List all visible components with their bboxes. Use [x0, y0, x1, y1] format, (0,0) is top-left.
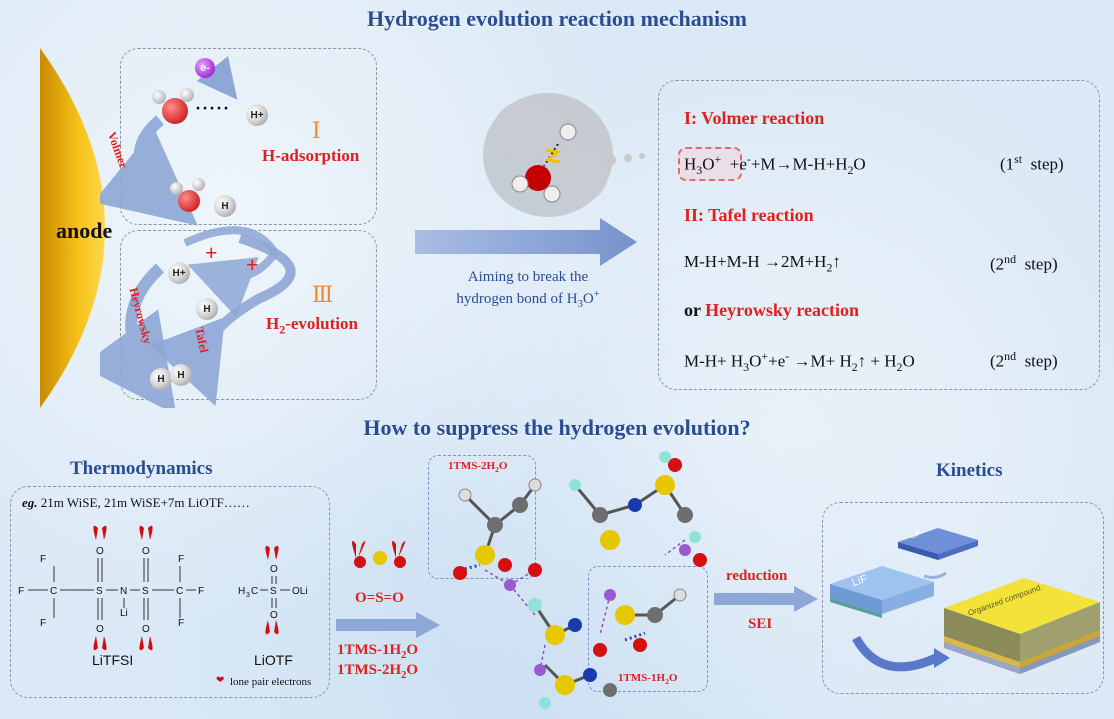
- svg-text:N: N: [120, 586, 127, 597]
- svg-text:F: F: [178, 618, 184, 629]
- section-title: How to suppress the hydrogen evolution?: [363, 415, 751, 440]
- svg-text:O: O: [96, 624, 104, 635]
- svg-text:F: F: [198, 586, 204, 597]
- water-hydrogen-icon: [180, 88, 194, 102]
- tafel-title: II: Tafel reaction: [684, 205, 814, 225]
- svg-text:Li: Li: [120, 608, 128, 619]
- svg-text:S: S: [142, 586, 149, 597]
- plus-sign: +: [205, 240, 218, 265]
- thermodynamics-panel: [10, 486, 330, 698]
- anode-electrode: [40, 48, 105, 408]
- plus-sign: +: [246, 252, 259, 277]
- water-hydrogen-icon: [152, 90, 166, 104]
- tms2-label: 1TMS-2H2O: [337, 662, 419, 681]
- litfsi-label: LiTFSI: [92, 652, 134, 668]
- svg-text:C: C: [251, 586, 258, 597]
- electron-icon: e-: [195, 58, 215, 78]
- tafel-equation: M-H+M-H →2M+H2↑: [684, 252, 841, 275]
- svg-text:O: O: [270, 610, 278, 621]
- adsorbed-hydrogen-icon: H: [196, 298, 218, 320]
- heyrowsky-equation: M-H+ H3O++e- →M+ H2↑ + H2O: [684, 349, 915, 375]
- water-oxygen-icon: [162, 98, 188, 124]
- cluster-box-bottom: [588, 566, 708, 692]
- thermo-arrow: [336, 612, 440, 638]
- hydrogen-bond-dots: ·····: [195, 98, 231, 118]
- volmer-equation: H3O+ +e-+M→M-H+H2O: [684, 152, 866, 178]
- h3o-cloud-icon: [483, 93, 645, 217]
- water-hydrogen-icon: [170, 182, 183, 195]
- heyrowsky-step: (2nd step): [990, 349, 1058, 371]
- step3-numeral: Ⅲ: [312, 282, 334, 307]
- svg-text:O: O: [270, 564, 278, 575]
- kinetics-panel: [822, 502, 1104, 694]
- mechanism-arrows: [100, 55, 296, 408]
- tms1-label: 1TMS-1H2O: [337, 642, 419, 661]
- svg-text:O: O: [142, 546, 150, 557]
- reaction-panel: [658, 80, 1100, 390]
- svg-text:C: C: [176, 586, 183, 597]
- cluster-label-top: 1TMS-2H2O: [448, 460, 508, 475]
- proton-icon: H+: [246, 104, 268, 126]
- sei-layers-illustration: [830, 528, 1100, 674]
- svg-text:S: S: [96, 586, 103, 597]
- svg-text:O: O: [96, 546, 104, 557]
- svg-text:3: 3: [246, 592, 250, 599]
- svg-text:F: F: [18, 586, 24, 597]
- reduction-arrow: [714, 586, 818, 612]
- volmer-step: (1st step): [1000, 152, 1064, 174]
- h2-molecule-icon: H: [150, 368, 172, 390]
- cluster-box-top: [428, 455, 536, 579]
- main-title: Hydrogen evolution reaction mechanism: [367, 6, 747, 31]
- tafel-step: (2nd step): [990, 252, 1058, 274]
- adsorbed-hydrogen-icon: H: [214, 195, 236, 217]
- kinetics-title: Kinetics: [936, 460, 1003, 481]
- svg-text:O: O: [142, 624, 150, 635]
- svg-text:F: F: [178, 554, 184, 565]
- heyrowsky-heading: or Heyrowsky reaction: [684, 300, 859, 320]
- step1-numeral: Ⅰ: [312, 118, 321, 143]
- so2-molecule-icon: [352, 541, 406, 568]
- step1-label: H-adsorption: [262, 146, 360, 165]
- svg-text:H: H: [238, 586, 245, 597]
- so2-label: O=S=O: [355, 590, 404, 606]
- h2-molecule-icon: H: [170, 364, 192, 386]
- svg-text:OLi: OLi: [292, 586, 308, 597]
- h3o-highlight-box: [678, 147, 742, 181]
- aiming-caption: Aiming to break the hydrogen bond of H3O…: [456, 269, 600, 310]
- aiming-arrow: [415, 218, 637, 266]
- svg-text:F: F: [40, 618, 46, 629]
- reduction-label: reduction: [726, 568, 788, 584]
- sei-label: SEI: [748, 616, 773, 632]
- volmer-title: I: Volmer reaction: [684, 108, 825, 128]
- liotf-label: LiOTF: [254, 652, 293, 668]
- lone-pair-icon: ❤: [216, 675, 225, 686]
- proton-icon: H+: [168, 262, 190, 284]
- example-text: eg. 21m WiSE, 21m WiSE+7m LiOTF……: [22, 495, 250, 510]
- water-oxygen-icon: [178, 190, 200, 212]
- cluster-label-bottom: 1TMS-1H2O: [618, 672, 678, 687]
- water-hydrogen-icon: [192, 178, 205, 191]
- step3-label: H2-evolution: [266, 314, 358, 337]
- svg-text:S: S: [270, 586, 277, 597]
- svg-text:C: C: [50, 586, 57, 597]
- molecular-cluster-model: [453, 451, 707, 709]
- lone-pair-legend: lone pair electrons: [230, 676, 312, 688]
- svg-text:F: F: [40, 554, 46, 565]
- thermodynamics-title: Thermodynamics: [70, 458, 213, 479]
